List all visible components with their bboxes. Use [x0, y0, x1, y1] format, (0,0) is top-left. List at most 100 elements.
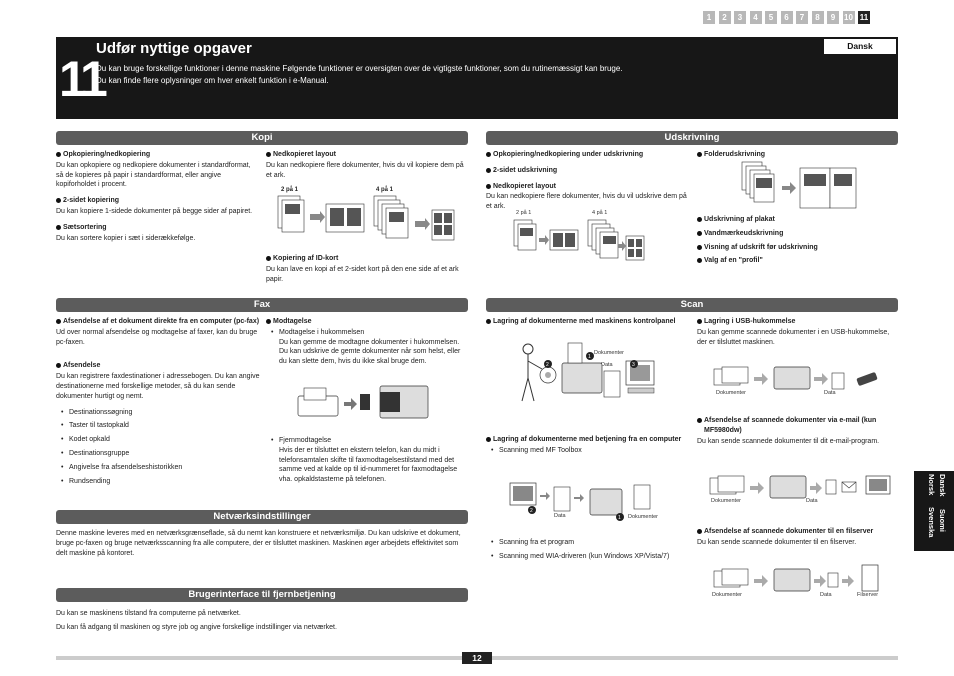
chapter-nav-item-5[interactable]: 5 [765, 11, 777, 24]
scan-usb-label-dokumenter: Dokumenter [716, 390, 746, 396]
kopi-saetsortering-title: Sætsortering [56, 223, 256, 233]
kopi-id-title: Kopiering af ID-kort [266, 254, 466, 264]
scan-label-dokumenter-2: Dokumenter [628, 514, 658, 520]
fax-pcfax-text: Ud over normal afsendelse og modtagelse … [56, 328, 258, 346]
chapter-nav-item-11[interactable]: 11 [858, 11, 870, 24]
scan-computer-title: Lagring af dokumenterne med betjening fr… [486, 435, 696, 445]
fax-pcfax-title: Afsendelse af et dokument direkte fra en… [56, 317, 261, 327]
section-scan-heading: Scan [486, 298, 898, 312]
udskr-folder-illustration [741, 161, 857, 209]
scan-computer-illustration: 2 1 [509, 482, 651, 521]
fax-afsendelse-list-item: Rundsending [56, 477, 261, 487]
scan-toolbox-list: Scanning med MF Toolbox [486, 446, 696, 456]
scan-usb-label-data: Data [824, 390, 836, 396]
udskr-profil: Valg af en "profil" [697, 256, 897, 266]
scan-fil-label-data: Data [820, 592, 832, 598]
scan-label-dokumenter-1: Dokumenter [594, 350, 624, 356]
fjernbetjening-block: Du kan se maskinens tilstand fra compute… [56, 609, 469, 639]
scan-computer-block: Lagring af dokumenterne med betjening fr… [486, 435, 696, 460]
scan-toolbox-item: Scanning med MF Toolbox [486, 446, 696, 456]
kopi-label-2pa1: 2 på 1 [281, 187, 299, 193]
svg-text:2: 2 [530, 508, 533, 514]
scan-email-label-dokumenter: Dokumenter [711, 498, 741, 504]
scan-fil-label-dokumenter: Dokumenter [712, 592, 742, 598]
udskr-vandmaerke: Vandmærkeudskrivning [697, 229, 897, 239]
scan-label-data-1: Data [601, 362, 613, 368]
chapter-nav-item-3[interactable]: 3 [734, 11, 746, 24]
chapter-nav-item-1[interactable]: 1 [703, 11, 715, 24]
kopi-left-column: Opkopiering/nedkopiering Du kan opkopier… [56, 150, 256, 249]
udskr-layout-illustration [513, 219, 645, 261]
kopi-layout-illustration [277, 195, 455, 241]
chapter-nav-item-10[interactable]: 10 [842, 11, 855, 24]
chapter-nav-item-2[interactable]: 2 [718, 11, 731, 24]
scan-label-data-2: Data [554, 513, 566, 519]
scan-usb-title: Lagring i USB-hukommelse [697, 317, 897, 327]
scan-right-column: Lagring i USB-hukommelse Du kan gemme sc… [697, 317, 897, 353]
scan-app-list-item: Scanning fra et program [486, 538, 696, 548]
kopi-layout-title: Nedkopieret layout [266, 150, 466, 160]
udskr-visning: Visning af udskrift før udskrivning [697, 243, 897, 253]
intro-line-1: Du kan bruge forskellige funktioner i de… [96, 64, 623, 73]
scan-usb-illustration [713, 366, 878, 390]
chapter-nav-item-6[interactable]: 6 [780, 11, 793, 24]
kopi-opkopiering-text: Du kan opkopiere og nedkopiere dokumente… [56, 161, 251, 189]
scan-usb-text: Du kan gemme scannede dokumenter i en US… [697, 328, 890, 346]
side-tab-dansk: Dansk [938, 474, 947, 497]
section-fax-heading: Fax [56, 298, 468, 312]
scan-email-block: Afsendelse af scannede dokumenter via e-… [697, 416, 897, 452]
udskrivning-left-column: Opkopiering/nedkopiering under udskrivni… [486, 150, 691, 218]
kopi-opkopiering-title: Opkopiering/nedkopiering [56, 150, 256, 160]
kopi-saetsortering-text: Du kan sortere kopier i sæt i siderækkef… [56, 234, 196, 242]
fax-illustration [297, 385, 429, 419]
scan-email-text: Du kan sende scannede dokumenter til dit… [697, 437, 880, 445]
fax-afsendelse-text: Du kan registrere faxdestinationer i adr… [56, 373, 260, 400]
side-tab-norsk: Norsk [927, 474, 936, 496]
scan-email-illustration [709, 475, 891, 499]
scan-fil-label-filserver: Filserver [857, 592, 879, 598]
fax-afsendelse-title: Afsendelse [56, 361, 261, 371]
fax-afsendelse-list: DestinationssøgningTaster til tastopkald… [56, 408, 261, 487]
udskr-folder: Folderudskrivning [697, 150, 897, 160]
scan-app-list: Scanning fra et programScanning med WIA-… [486, 538, 696, 562]
chapter-number: 11 [59, 51, 108, 107]
section-udskrivning-heading: Udskrivning [486, 131, 898, 145]
udskrivning-right-column: Folderudskrivning [697, 150, 897, 161]
intro-text: Du kan bruge forskellige funktioner i de… [96, 63, 623, 87]
fax-modtagelse-title: Modtagelse [266, 317, 466, 327]
fax-afsendelse-list-item: Angivelse fra afsendelseshistorikken [56, 463, 261, 473]
fjernbetjening-text-2: Du kan få adgang til maskinen og styre j… [56, 623, 337, 631]
language-badge: Dansk [824, 39, 896, 54]
scan-kontrolpanel-title: Lagring af dokumenterne med maskinens ko… [486, 317, 696, 327]
netvaerk-block: Denne maskine leveres med en netværksgræ… [56, 529, 469, 564]
udskr-plakat: Udskrivning af plakat [697, 215, 897, 225]
kopi-label-4pa1: 4 på 1 [376, 187, 394, 193]
page-number: 12 [462, 652, 492, 664]
udskr-label-2pa1: 2 på 1 [516, 210, 532, 216]
scan-email-label-data: Data [806, 498, 818, 504]
chapter-nav-item-7[interactable]: 7 [796, 11, 808, 24]
section-fjernbetjening-heading: Brugerinterface til fjernbetjening [56, 588, 468, 602]
chapter-nav-item-4[interactable]: 4 [749, 11, 762, 24]
kopi-id-text: Du kan lave en kopi af et 2-sidet kort p… [266, 265, 459, 283]
svg-text:1: 1 [588, 354, 591, 360]
page-title: Udfør nyttige opgaver [96, 40, 252, 57]
kopi-id-block: Kopiering af ID-kort Du kan lave en kopi… [266, 254, 466, 290]
kopi-right-column: Nedkopieret layout Du kan nedkopiere fle… [266, 150, 466, 186]
chapter-header: 11 Udfør nyttige opgaver Du kan bruge fo… [56, 37, 898, 119]
chapter-nav-item-9[interactable]: 9 [827, 11, 839, 24]
udskr-item1: Opkopiering/nedkopiering under udskrivni… [486, 150, 691, 160]
scan-filserver-illustration [713, 564, 879, 592]
scan-filserver-text: Du kan sende scannede dokumenter til en … [697, 538, 857, 546]
chapter-nav-item-8[interactable]: 8 [811, 11, 824, 24]
fjernbetjening-text-1: Du kan se maskinens tilstand fra compute… [56, 610, 241, 617]
side-tab-suomi: Suomi [938, 509, 947, 532]
udskrivning-right-list: Udskrivning af plakat Vandmærkeudskrivni… [697, 215, 897, 267]
udskr-item3-title: Nedkopieret layout [486, 182, 691, 192]
